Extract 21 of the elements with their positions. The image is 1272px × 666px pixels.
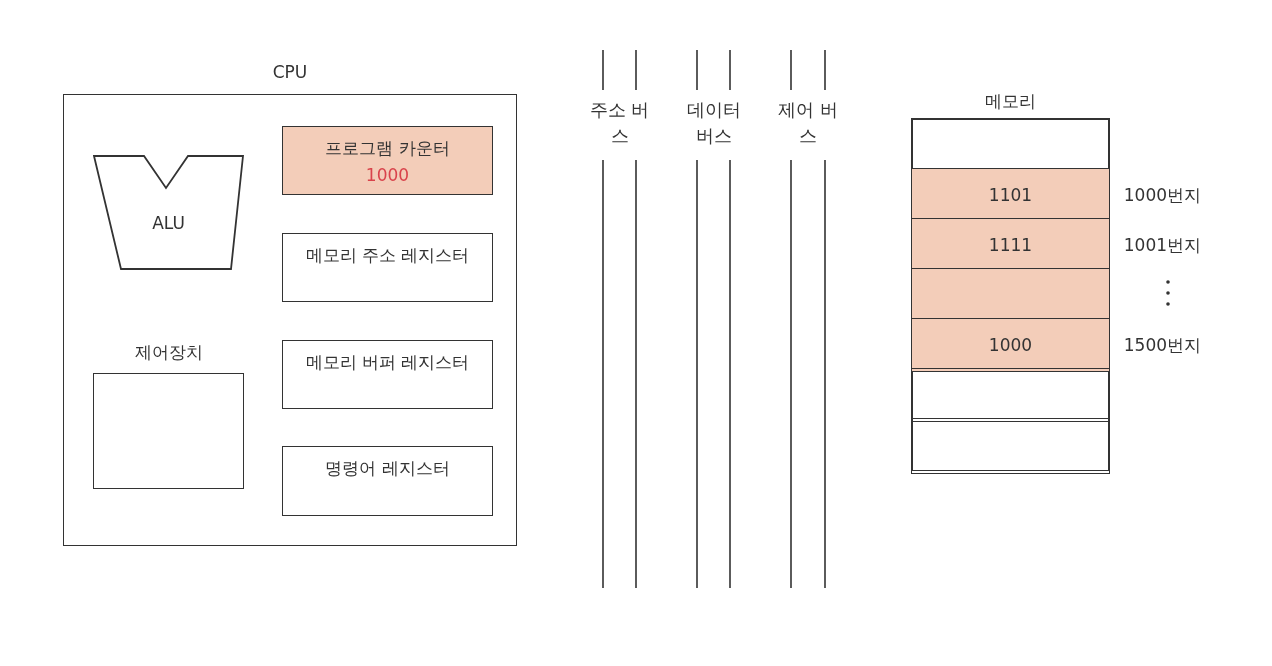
box-title: 메모리 xyxy=(985,90,1036,113)
box-title: 제어장치 xyxy=(134,341,203,364)
cell-value: 1000 xyxy=(987,334,1034,355)
memory-cell xyxy=(911,418,1110,474)
register-box xyxy=(282,233,493,302)
register-label: 프로그램 카운터 xyxy=(324,137,451,160)
memory-cell xyxy=(911,368,1110,422)
cell-value: 1101 xyxy=(987,184,1034,205)
address-label: 1500번지 xyxy=(1123,333,1202,357)
alu-trapezoid: ALU xyxy=(93,155,244,270)
register-box xyxy=(282,446,493,516)
register-label: 메모리 버퍼 레지스터 xyxy=(304,351,471,374)
register-label: 메모리 주소 레지스터 xyxy=(304,244,471,267)
address-label: 1000번지 xyxy=(1123,183,1202,207)
cell-value: 1111 xyxy=(987,234,1034,255)
address-label: 1001번지 xyxy=(1123,233,1202,257)
register-label: 명령어 레지스터 xyxy=(324,457,451,480)
register-box xyxy=(282,126,493,195)
register-value: 1000 xyxy=(364,165,411,185)
register-box xyxy=(282,340,493,409)
box-title: CPU xyxy=(272,62,308,82)
